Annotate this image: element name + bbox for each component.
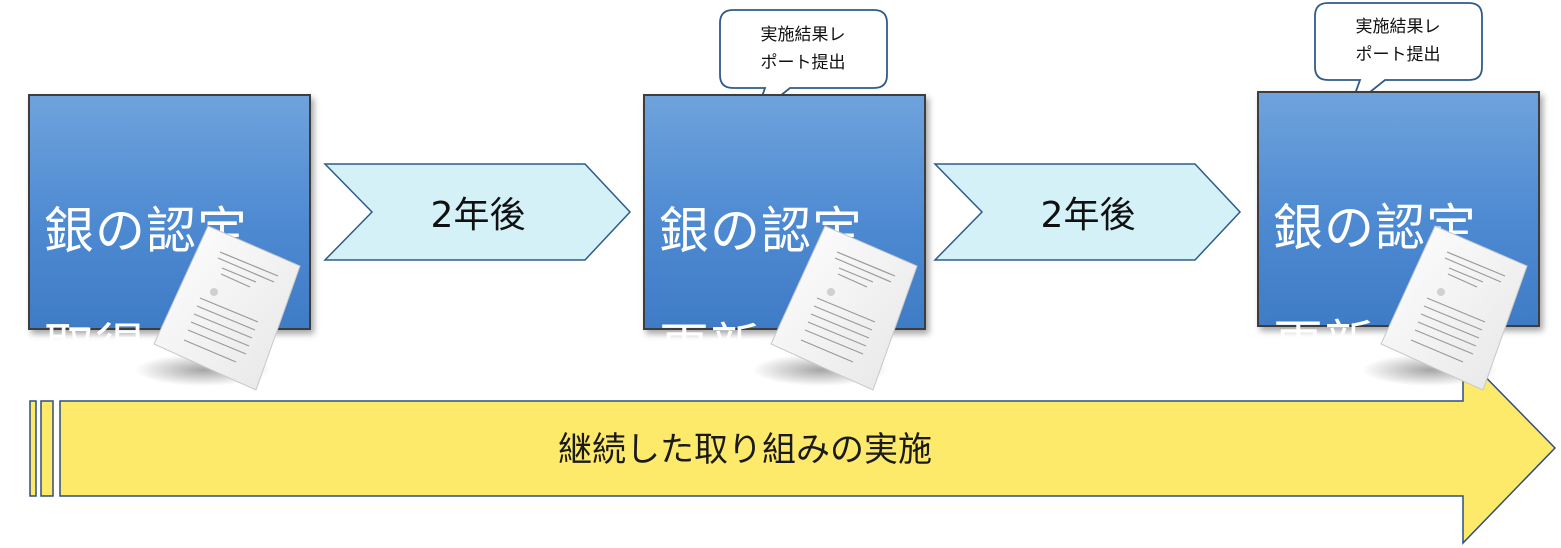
certificate-icon: [752, 225, 918, 391]
callout-1-line-1: 実施結果レ: [760, 25, 846, 45]
stage-1-line-2: 取得: [44, 318, 146, 376]
chevron-2: [933, 163, 1242, 261]
bottom-arrow: [29, 352, 1557, 545]
bottom-arrow-label: 継続した取り組みの実施: [558, 430, 932, 470]
callout-1-line-2: ポート提出: [760, 53, 846, 73]
stage-2-line-2: 更新: [659, 318, 761, 376]
callout-text-1: 実施結果レ ポート提出: [728, 21, 878, 77]
stage-box-renew-1: 銀の認定 更新: [643, 94, 926, 376]
interval-label-1: 2年後: [430, 195, 526, 236]
arrow-tail-stripe-2: [40, 400, 54, 497]
callout-2-line-1: 実施結果レ: [1355, 17, 1441, 37]
certificate-icon: [135, 225, 301, 391]
stage-3-line-2: 更新: [1273, 315, 1375, 373]
interval-label-2: 2年後: [1040, 195, 1136, 236]
certificate-icon: [1362, 225, 1528, 391]
arrow-body: [59, 352, 1557, 545]
arrow-tail-stripe-1: [29, 400, 37, 497]
stage-box-renew-1-text: 銀の認定 更新: [659, 144, 863, 434]
callout-2-line-2: ポート提出: [1355, 45, 1441, 65]
stage-box-acquire-text: 銀の認定 取得: [44, 144, 248, 434]
chevron-1: [323, 163, 632, 261]
callout-text-2: 実施結果レ ポート提出: [1323, 13, 1473, 69]
